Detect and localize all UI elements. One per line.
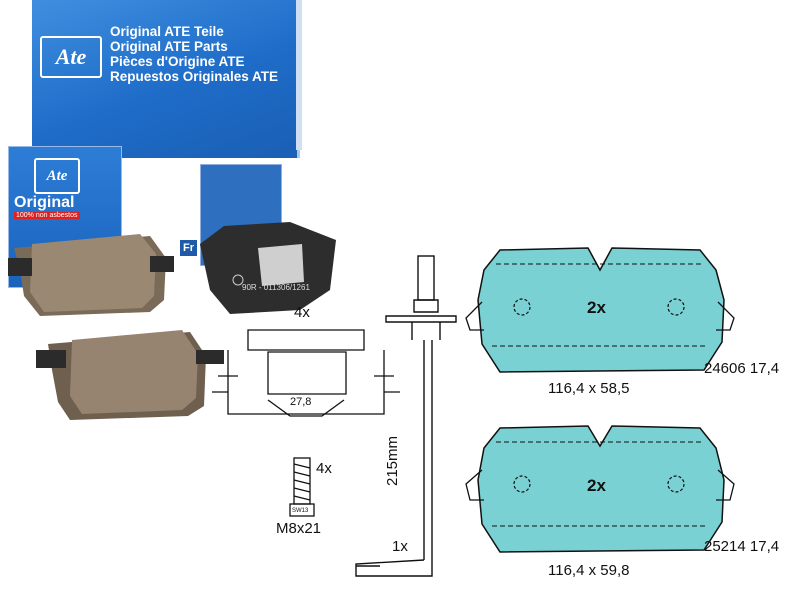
pad-top-dims: 116,4 x 58,5 — [548, 380, 630, 397]
wear-sensor-drawing — [355, 255, 457, 577]
pad-bottom-code: 25214 17,4 — [704, 538, 780, 555]
ate-box-text: Original ATE Teile Original ATE Parts Pi… — [110, 24, 278, 84]
small-box-subtitle: 100% non asbestos — [14, 212, 80, 219]
pad-drawing-bottom — [465, 425, 735, 553]
ate-logo: Ate — [40, 36, 102, 78]
sensor-count: 1x — [392, 538, 408, 555]
brake-pad-photo-1 — [8, 234, 174, 316]
pad-bottom-dims: 116,4 x 59,8 — [548, 562, 630, 579]
brake-pad-photo-3 — [200, 222, 336, 314]
bolt-count: 4x — [316, 460, 332, 477]
pad-drawing-top — [465, 247, 735, 373]
clip-count: 4x — [294, 304, 310, 321]
brake-pad-photo-2 — [36, 330, 224, 420]
ate-box-side — [296, 0, 302, 150]
ate-line-es: Repuestos Originales ATE — [110, 69, 279, 84]
bolt-drawing — [289, 457, 315, 517]
pad-top-count: 2x — [587, 298, 606, 317]
ate-line-en: Original ATE Parts — [110, 39, 228, 54]
small-box-title: Original — [14, 194, 75, 211]
bolt-head: SW13 — [292, 508, 309, 514]
ate-line-de: Original ATE Teile — [110, 24, 224, 39]
clip-drawing — [212, 329, 400, 417]
small-box-logo: Ate — [34, 158, 80, 194]
pad-marking: 90R - 011306/1261 — [242, 283, 310, 292]
sensor-length: 215mm — [384, 435, 401, 486]
side-box-text: Fr — [180, 240, 197, 256]
bolt-size: M8x21 — [276, 520, 322, 537]
ate-package-box — [32, 0, 300, 158]
ate-line-fr: Pièces d'Origine ATE — [110, 54, 245, 69]
clip-width: 27,8 — [290, 396, 312, 408]
pad-bottom-count: 2x — [587, 476, 606, 495]
pad-top-code: 24606 17,4 — [704, 360, 780, 377]
